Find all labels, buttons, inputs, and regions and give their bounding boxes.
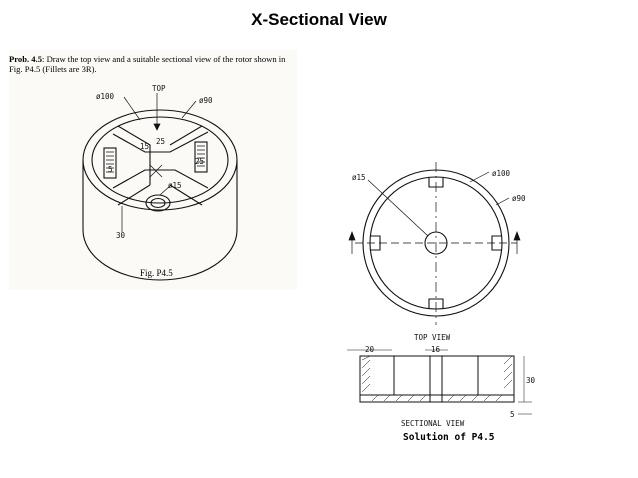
label-dia15-left: ø15 <box>168 181 182 190</box>
label-15-left: 15 <box>140 142 149 151</box>
slide-title: X-Sectional View <box>251 10 387 29</box>
caption-solution: Solution of P4.5 <box>403 432 495 443</box>
label-30-left: 30 <box>116 231 126 240</box>
problem-label: Prob. 4.5 <box>9 54 43 64</box>
label-sectional-view: SECTIONAL VIEW <box>401 419 465 428</box>
label-dia90-right: ø90 <box>512 194 526 203</box>
label-dia100-left: ø100 <box>96 92 115 101</box>
label-dia15-right: ø15 <box>352 173 366 182</box>
label-30-right: 30 <box>526 376 536 385</box>
label-16: 16 <box>431 345 441 354</box>
label-dia100-right: ø100 <box>492 169 511 178</box>
sectional-view-drawing <box>359 355 515 403</box>
label-top-view: TOP VIEW <box>414 333 451 342</box>
label-20: 20 <box>365 345 375 354</box>
label-dia90-left: ø90 <box>199 96 213 105</box>
label-top: TOP <box>152 84 166 93</box>
caption-fig-p45: Fig. P4.5 <box>140 268 173 278</box>
label-5-right: 5 <box>510 410 515 419</box>
inner-rim-ellipse <box>91 116 229 204</box>
problem-statement: Prob. 4.5: Draw the top view and a suita… <box>9 54 299 74</box>
label-25a-left: 25 <box>156 137 165 146</box>
problem-text: : Draw the top view and a suitable secti… <box>9 54 286 74</box>
label-5-left: 5 <box>108 165 113 174</box>
label-25b-left: 25 <box>195 157 204 166</box>
